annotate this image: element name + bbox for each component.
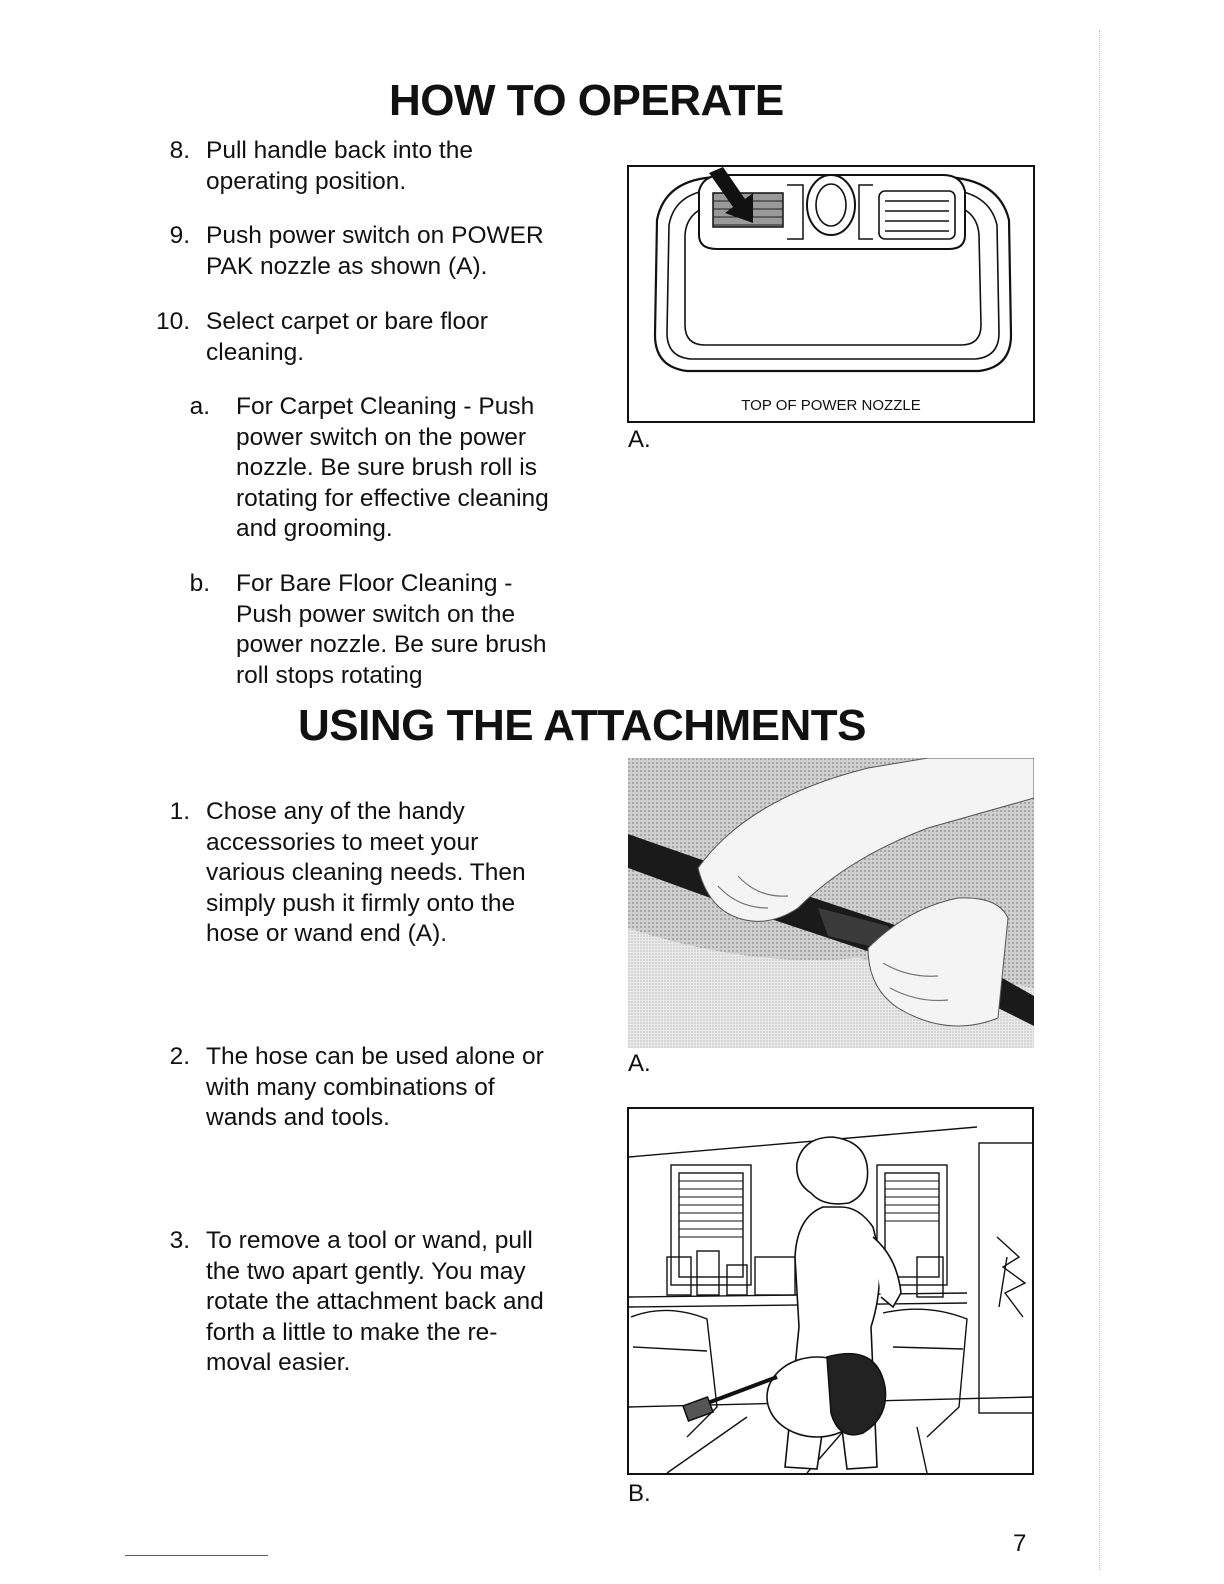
step-line: operating position. bbox=[206, 167, 407, 195]
hands-attaching-tool-photo bbox=[628, 757, 1035, 1048]
step-number: 9. bbox=[169, 222, 190, 249]
figure-caption: TOP OF POWER NOZZLE bbox=[741, 397, 920, 414]
substep-b: b. For Bare Floor Cleaning - Push power … bbox=[150, 569, 590, 693]
substep-line: roll stops rotating bbox=[236, 661, 423, 689]
footer-rule bbox=[125, 1555, 268, 1556]
step-line: with many combinations of bbox=[206, 1073, 495, 1101]
step-line: rotate the attachment back and bbox=[206, 1288, 544, 1315]
step-number: 8. bbox=[169, 137, 190, 164]
substep-line: and grooming. bbox=[236, 515, 393, 542]
figure-a-label: A. bbox=[628, 426, 651, 453]
attach-step-1: 1. Chose any of the handy accessories to… bbox=[150, 797, 590, 951]
step-line: the two apart gently. You may bbox=[206, 1257, 526, 1285]
scan-edge-divider bbox=[1098, 30, 1100, 1570]
power-nozzle-drawing: TOP OF POWER NOZZLE bbox=[627, 165, 1035, 423]
step-line: Select carpet or bare floor bbox=[206, 308, 488, 335]
substep-line: For Carpet Cleaning - Push bbox=[236, 393, 535, 420]
step-number: 10. bbox=[155, 308, 190, 335]
step-line: accessories to meet your bbox=[206, 828, 479, 856]
section-title-operate: HOW TO OPERATE bbox=[389, 76, 784, 125]
step-9: 9. Push power switch on POWER PAK nozzle… bbox=[150, 221, 590, 283]
step-line: various cleaning needs. Then bbox=[206, 859, 526, 886]
step-line: cleaning. bbox=[206, 338, 305, 366]
step-line: To remove a tool or wand, pull bbox=[206, 1227, 533, 1254]
attach-step-2: 2. The hose can be used alone or with ma… bbox=[150, 1042, 590, 1136]
substep-line: rotating for effective cleaning bbox=[236, 484, 549, 512]
substep-letter: a. bbox=[189, 393, 210, 420]
substep-line: nozzle. Be sure brush roll is bbox=[236, 454, 537, 481]
section-title-attachments: USING THE ATTACHMENTS bbox=[298, 701, 867, 750]
step-line: Push power switch on POWER bbox=[206, 222, 544, 249]
step-line: Pull handle back into the bbox=[206, 137, 473, 164]
substep-a: a. For Carpet Cleaning - Push power swit… bbox=[150, 392, 590, 546]
attach-step-3: 3. To remove a tool or wand, pull the tw… bbox=[150, 1226, 590, 1380]
substep-line: power nozzle. Be sure brush bbox=[236, 631, 547, 658]
down-right-arrow-icon bbox=[709, 167, 753, 223]
step-line: PAK nozzle as shown (A). bbox=[206, 252, 488, 280]
step-line: Chose any of the handy bbox=[206, 798, 465, 825]
step-line: wands and tools. bbox=[206, 1104, 390, 1131]
substep-line: For Bare Floor Cleaning - bbox=[236, 570, 513, 597]
substep-line: power switch on the power bbox=[236, 423, 527, 451]
step-line: hose or wand end (A). bbox=[206, 920, 448, 947]
illustration-b-label: B. bbox=[628, 1480, 651, 1507]
woman-vacuuming-illustration bbox=[627, 1107, 1034, 1475]
substep-letter: b. bbox=[189, 570, 210, 597]
attach-illustration-b bbox=[627, 1107, 1034, 1475]
step-number: 1. bbox=[169, 798, 190, 825]
step-line: forth a little to make the re- bbox=[206, 1318, 498, 1346]
step-number: 2. bbox=[169, 1043, 190, 1070]
page-number: 7 bbox=[1013, 1530, 1027, 1557]
step-number: 3. bbox=[169, 1227, 190, 1254]
step-10: 10. Select carpet or bare floor cleaning… bbox=[150, 307, 590, 369]
attach-photo-a bbox=[628, 757, 1035, 1048]
step-8: 8. Pull handle back into the operating p… bbox=[150, 136, 590, 198]
step-line: simply push it firmly onto the bbox=[206, 889, 516, 917]
photo-a-label: A. bbox=[628, 1050, 651, 1077]
step-line: The hose can be used alone or bbox=[206, 1043, 544, 1070]
substep-line: Push power switch on the bbox=[236, 600, 516, 628]
power-nozzle-figure: TOP OF POWER NOZZLE bbox=[627, 165, 1035, 423]
step-line: moval easier. bbox=[206, 1349, 351, 1376]
